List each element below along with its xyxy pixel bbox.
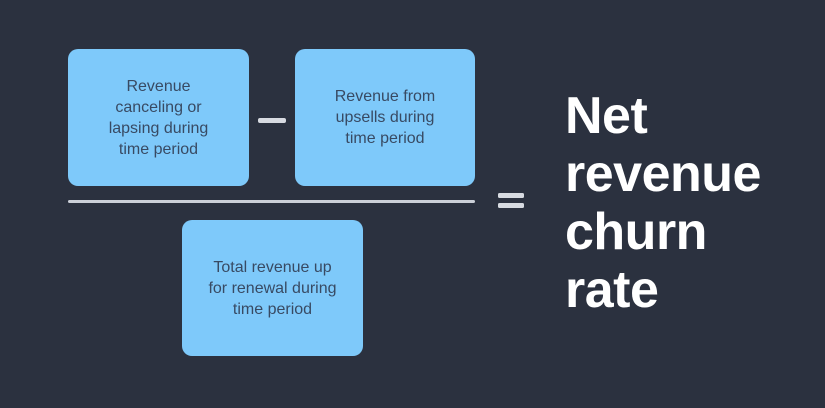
result-line-2: revenue: [565, 145, 761, 203]
numerator-left-box: Revenue canceling or lapsing during time…: [68, 49, 249, 186]
result-title: Net revenue churn rate: [565, 87, 761, 319]
numerator-left-line-1: Revenue: [126, 77, 191, 95]
result-line-3: churn: [565, 203, 707, 261]
equals-bar-top: [498, 193, 524, 198]
numerator-right-line-3: time period: [345, 130, 425, 147]
denominator-line-1: Total revenue up: [213, 258, 332, 276]
numerator-left-line-3: lapsing during: [108, 119, 209, 137]
denominator-line-3: time period: [232, 300, 313, 318]
denominator-line-2: for renewal during: [208, 279, 337, 297]
denominator-box: Total revenue up for renewal during time…: [182, 220, 363, 356]
result-line-1: Net: [565, 87, 648, 145]
numerator-right-box: Revenue from upsells during time period: [295, 49, 475, 186]
numerator-left-line-2: canceling or: [115, 98, 202, 116]
equals-icon: [498, 193, 524, 208]
numerator-right-line-2: upsells during: [335, 109, 435, 126]
result-line-4: rate: [565, 261, 659, 319]
equals-bar-bottom: [498, 203, 524, 208]
fraction-divider: [68, 200, 475, 203]
numerator-left-line-4: time period: [118, 140, 199, 158]
numerator-right-line-1: Revenue from: [334, 88, 436, 105]
minus-icon: [258, 118, 286, 123]
